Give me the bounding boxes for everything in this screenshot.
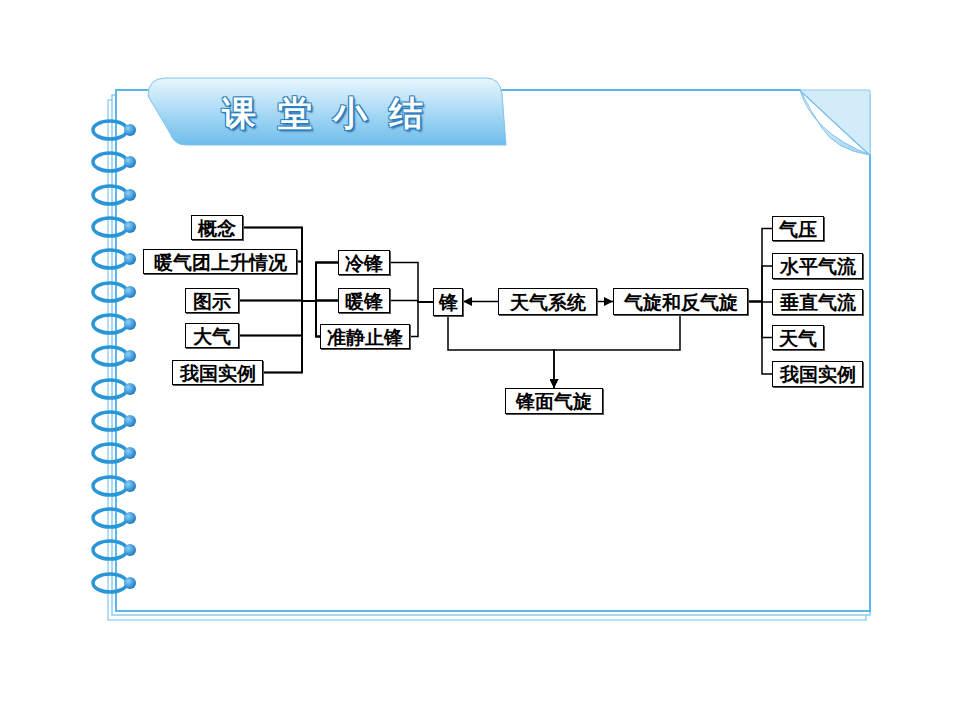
concept-box: 天气 bbox=[772, 325, 824, 350]
connector-line bbox=[463, 301, 498, 303]
spiral-ring bbox=[93, 153, 127, 171]
concept-box: 暖气团上升情况 bbox=[143, 249, 297, 274]
spiral-ring bbox=[93, 574, 127, 592]
spiral-hole bbox=[124, 318, 136, 330]
spiral-ring bbox=[93, 315, 127, 333]
concept-box: 图示 bbox=[185, 288, 239, 313]
connector-line bbox=[748, 302, 772, 338]
node-label: 我国实例 bbox=[780, 363, 856, 385]
spiral-ring bbox=[93, 541, 127, 559]
spiral-hole bbox=[124, 415, 136, 427]
node-label: 暖气团上升情况 bbox=[154, 251, 287, 273]
node-label: 准静止锋 bbox=[327, 326, 403, 348]
concept-box: 大气 bbox=[185, 323, 239, 348]
concept-box: 概念 bbox=[191, 215, 243, 240]
spiral-hole bbox=[124, 544, 136, 556]
spiral-hole bbox=[124, 221, 136, 233]
connector-line bbox=[410, 302, 433, 337]
page-curl bbox=[800, 90, 870, 155]
spiral-hole bbox=[124, 124, 136, 136]
spiral-ring bbox=[93, 283, 127, 301]
connector-line bbox=[297, 262, 338, 302]
node-label: 我国实例 bbox=[180, 362, 256, 384]
connector-line bbox=[263, 263, 338, 373]
concept-box: 垂直气流 bbox=[772, 289, 863, 315]
node-label: 水平气流 bbox=[780, 255, 856, 277]
spiral-hole bbox=[124, 286, 136, 298]
concept-box: 锋 bbox=[433, 288, 463, 316]
spiral-hole bbox=[124, 350, 136, 362]
concept-box: 准静止锋 bbox=[320, 324, 410, 349]
spiral-ring bbox=[93, 347, 127, 365]
node-label: 锋面气旋 bbox=[516, 390, 592, 412]
spiral-binding bbox=[93, 121, 136, 592]
title-tab bbox=[148, 78, 506, 145]
concept-box: 水平气流 bbox=[772, 253, 863, 279]
spiral-ring bbox=[93, 121, 127, 139]
node-label: 天气系统 bbox=[510, 291, 586, 313]
spiral-ring bbox=[93, 186, 127, 204]
node-label: 锋 bbox=[439, 291, 458, 313]
concept-box: 我国实例 bbox=[172, 360, 263, 385]
spiral-ring bbox=[93, 444, 127, 462]
spiral-ring bbox=[93, 477, 127, 495]
concept-box: 暖锋 bbox=[338, 288, 390, 313]
concept-box: 气压 bbox=[772, 216, 824, 241]
node-label: 天气 bbox=[779, 327, 817, 349]
node-label: 冷锋 bbox=[345, 252, 383, 274]
concept-box: 天气系统 bbox=[498, 288, 597, 315]
connector-line bbox=[554, 315, 680, 388]
connector-line bbox=[748, 302, 772, 375]
node-label: 气旋和反气旋 bbox=[624, 291, 738, 313]
spiral-hole bbox=[124, 512, 136, 524]
spiral-ring bbox=[93, 412, 127, 430]
spiral-hole bbox=[124, 156, 136, 168]
page-corner bbox=[800, 90, 870, 155]
node-label: 概念 bbox=[198, 217, 236, 239]
connector-line bbox=[748, 266, 772, 302]
node-label: 图示 bbox=[193, 290, 231, 312]
connector-line bbox=[390, 263, 433, 303]
connector-line bbox=[297, 262, 338, 302]
spiral-ring bbox=[93, 250, 127, 268]
concept-box: 我国实例 bbox=[772, 361, 863, 387]
connector-line bbox=[239, 301, 320, 337]
concept-box: 气旋和反气旋 bbox=[613, 288, 748, 315]
node-label: 气压 bbox=[779, 218, 817, 240]
connector-line bbox=[239, 301, 320, 337]
connector-line bbox=[243, 228, 320, 337]
concept-box: 锋面气旋 bbox=[505, 388, 603, 414]
spiral-ring bbox=[93, 380, 127, 398]
connector-line bbox=[263, 301, 320, 373]
node-label: 暖锋 bbox=[345, 290, 383, 312]
spiral-ring bbox=[93, 218, 127, 236]
notebook-page bbox=[116, 90, 870, 611]
slide-title: 课 堂 小 结 bbox=[222, 91, 429, 137]
spiral-hole bbox=[124, 577, 136, 589]
connector-line bbox=[597, 301, 613, 303]
concept-box: 冷锋 bbox=[338, 250, 390, 275]
spiral-ring bbox=[93, 509, 127, 527]
spiral-hole bbox=[124, 480, 136, 492]
spiral-hole bbox=[124, 253, 136, 265]
spiral-hole bbox=[124, 383, 136, 395]
spiral-hole bbox=[124, 189, 136, 201]
node-label: 大气 bbox=[193, 325, 231, 347]
connector-line bbox=[748, 229, 772, 302]
node-label: 垂直气流 bbox=[780, 291, 856, 313]
connector-line bbox=[448, 316, 554, 388]
spiral-hole bbox=[124, 447, 136, 459]
